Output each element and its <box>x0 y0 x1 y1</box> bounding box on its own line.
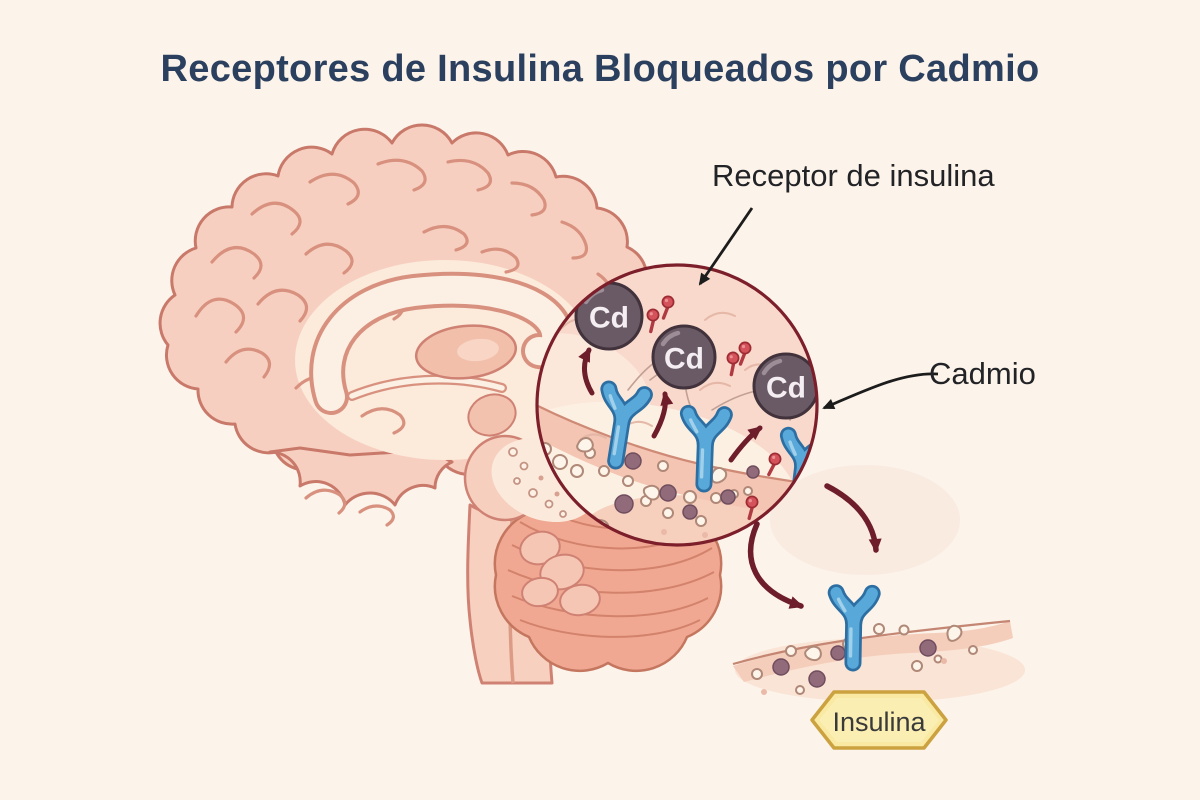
label-pointers <box>698 207 939 410</box>
hypothalamus-dots <box>508 447 567 518</box>
insulina-badge-label: Insulina <box>832 707 926 737</box>
lens-border <box>535 263 819 547</box>
magnified-lens: Cd Cd Cd <box>535 263 819 547</box>
insulina-badge: Insulina <box>810 690 948 750</box>
redirect-flow-arrows <box>747 483 882 609</box>
cadmium-particle: Cd <box>651 324 717 390</box>
page-title: Receptores de Insulina Bloqueados por Ca… <box>160 48 1040 90</box>
cadmio-label: Cadmio <box>929 356 1036 391</box>
midbrain <box>467 393 517 437</box>
cerebellum-vermis <box>519 530 601 617</box>
receptor-pointer-arrow <box>698 207 754 286</box>
cadmium-symbol: Cd <box>766 372 806 405</box>
cadmium-particle: Cd <box>752 352 816 420</box>
temporal-lobe <box>268 446 454 507</box>
receptor-label: Receptor de insulina <box>712 158 995 193</box>
brain-illustration <box>158 123 723 685</box>
cadmium-symbol: Cd <box>589 302 629 335</box>
bottom-membrane <box>732 593 1025 702</box>
fornix <box>349 376 505 399</box>
cadmium-symbol: Cd <box>664 343 704 376</box>
blocked-flow-arrows <box>578 347 763 463</box>
thalamus-inner <box>457 338 499 362</box>
cadmio-pointer-arrow <box>822 372 939 410</box>
